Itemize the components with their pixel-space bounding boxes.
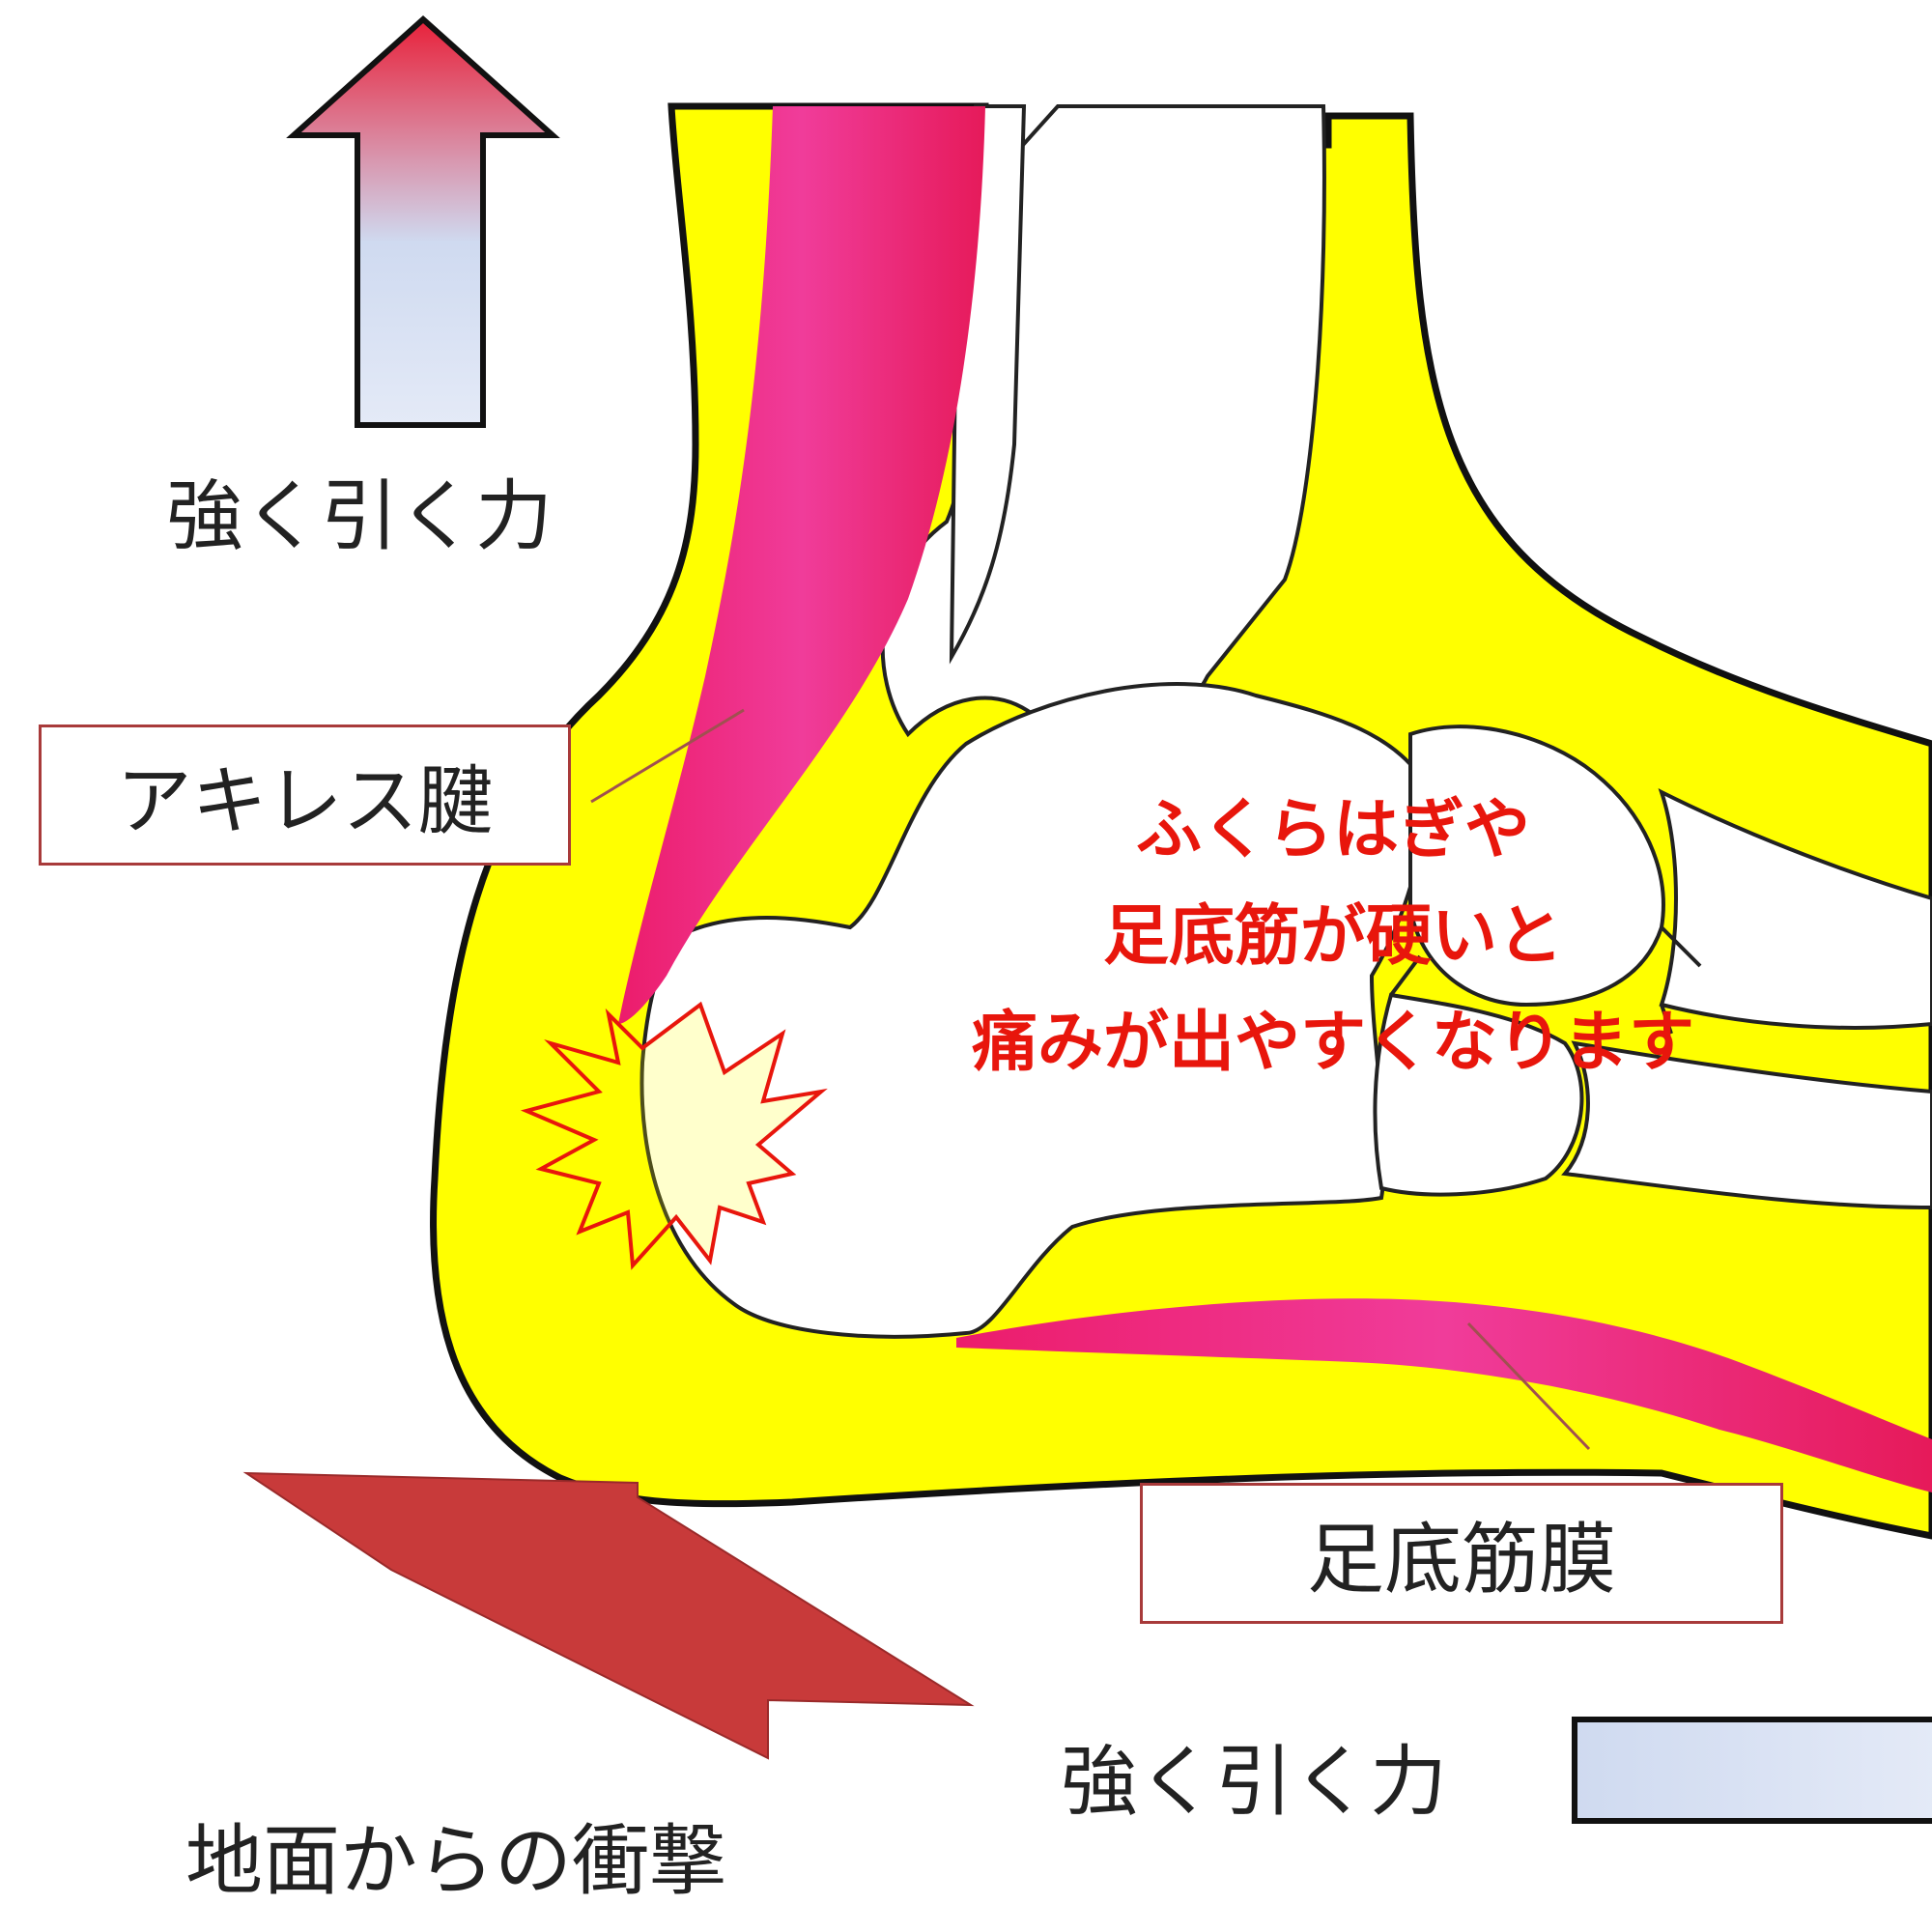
plantar-fascia-label: 足底筋膜 xyxy=(1140,1483,1783,1624)
message-line-2: 足底筋が硬いと xyxy=(1102,898,1563,975)
top-pull-force-label: 強く引く力 xyxy=(166,471,553,561)
achilles-tendon-text: アキレス腱 xyxy=(116,758,494,845)
right-pull-bar xyxy=(1572,1717,1932,1824)
ground-impact-label: 地面からの衝撃 xyxy=(185,1816,726,1906)
up-arrow-icon xyxy=(286,14,560,428)
bone-joint-line xyxy=(1389,925,1702,1035)
achilles-tendon-label: アキレス腱 xyxy=(39,724,571,866)
pain-burst-icon xyxy=(520,1001,828,1270)
plantar-leader-line xyxy=(1466,1321,1591,1451)
message-line-1: ふくらはぎや xyxy=(1135,792,1530,868)
cuboid-bone xyxy=(1373,992,1584,1197)
metatarsal-bones-lower xyxy=(1561,1040,1932,1210)
bottom-pull-force-label: 強く引く力 xyxy=(1061,1737,1447,1827)
message-line-3: 痛みが出やすくなります xyxy=(971,1005,1694,1081)
stiffness-warning-message: ふくらはぎや 足底筋が硬いと 痛みが出やすくなります xyxy=(802,778,1864,1096)
metatarsal-bones xyxy=(1658,788,1932,1030)
diagonal-arrow-icon xyxy=(242,1471,975,1760)
plantar-fascia-text: 足底筋膜 xyxy=(1307,1515,1616,1605)
achilles-tendon xyxy=(618,106,985,1024)
achilles-leader-line xyxy=(590,708,745,804)
plantar-fascia xyxy=(956,1298,1932,1492)
